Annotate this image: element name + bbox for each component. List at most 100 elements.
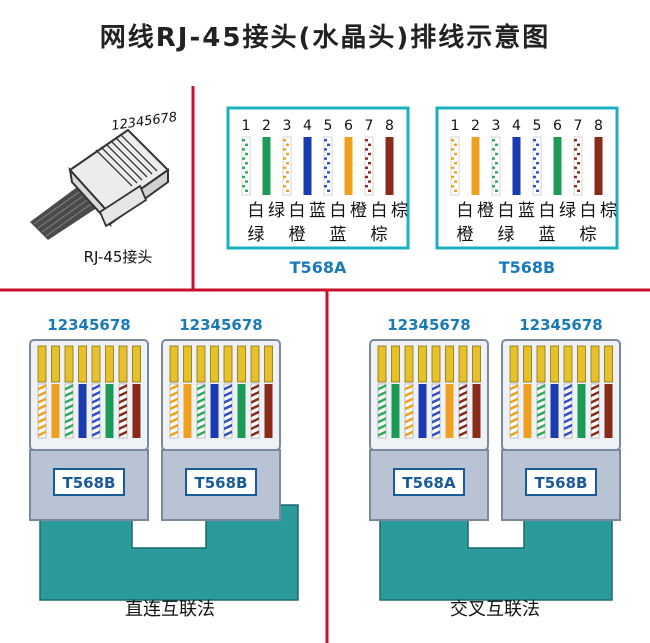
- plug-contact: [118, 345, 128, 383]
- plug-wire-stripe-band: [65, 403, 73, 411]
- plug-wire-stripe-band: [92, 403, 100, 411]
- plug-contact: [431, 345, 441, 383]
- connector-caption: RJ-45接头: [84, 248, 153, 266]
- plug-wire-stripe-band: [591, 430, 599, 437]
- plug-wire-solid: [604, 384, 613, 438]
- wire-label-row1: 绿: [268, 201, 285, 221]
- wire-solid: [471, 137, 480, 195]
- standard-labels-row2: 橙绿蓝棕: [457, 225, 597, 245]
- plug-pin-numbers: 12345678: [179, 316, 263, 334]
- plug-wire-stripe-band: [224, 384, 232, 391]
- pin-number: 8: [385, 118, 394, 134]
- plug-wire-solid: [237, 384, 246, 438]
- plug-standard-label: T568B: [195, 474, 248, 492]
- plug-contact: [418, 345, 427, 383]
- plug-wire-stripe-band: [378, 430, 386, 437]
- plug-wire-stripe-band: [224, 397, 232, 404]
- wire-stripe-dot: [242, 175, 245, 179]
- wire-stripe-dot: [368, 171, 371, 174]
- plug-wire-stripe-band: [459, 417, 467, 424]
- wire-label-row2: 橙: [457, 225, 474, 245]
- plug-wire-stripe-band: [564, 397, 572, 404]
- plug-contact: [105, 345, 114, 383]
- wire-stripe-dot: [242, 148, 245, 151]
- plug-wire-stripe-band: [251, 397, 259, 404]
- plug-wire-stripe-band: [119, 417, 127, 424]
- wire-stripe-dot: [283, 157, 286, 160]
- plug-wire-stripe-band: [65, 430, 73, 437]
- wire-stripe-dot: [324, 157, 327, 160]
- wire-stripe-base: [241, 136, 251, 196]
- dividers: [0, 86, 650, 643]
- plug-wire-stripe-band: [432, 397, 440, 404]
- plug-wire-stripe-band: [459, 390, 467, 398]
- plug-wire-stripe-band: [591, 423, 599, 431]
- wire-stripe-dot: [533, 185, 536, 188]
- plug-wire-stripe-band: [92, 384, 100, 391]
- plug-wire-solid: [210, 384, 219, 438]
- plug-wire-stripe-band: [378, 417, 386, 424]
- plug-wire-stripe-band: [537, 397, 545, 404]
- wire-stripe-dot: [577, 143, 580, 146]
- pin-number: 6: [344, 118, 353, 134]
- wire-stripe-dot: [451, 166, 454, 169]
- wire-stripe-dot: [245, 152, 248, 156]
- wire-label-row1: 橙: [477, 201, 494, 221]
- plug-wire-stripe-band: [405, 397, 413, 404]
- pin-number: 7: [365, 118, 374, 134]
- wire-stripe-dot: [492, 185, 495, 188]
- plug-wire-stripe-band: [224, 410, 232, 418]
- plug-head: [29, 339, 149, 451]
- wire-label-row1: 橙: [350, 201, 367, 221]
- plug-standard-label: T568A: [402, 474, 456, 492]
- plug-contact: [523, 345, 532, 383]
- plug-wire-stripe-band: [537, 403, 545, 411]
- standard-labels-row1: 白橙白蓝白绿白棕: [457, 201, 618, 221]
- wire-label-row2: 棕: [371, 225, 388, 245]
- wire-label-row2: 棕: [580, 225, 597, 245]
- plug-wire-stripe-band: [459, 384, 467, 391]
- wire-stripe-dot: [454, 162, 457, 165]
- plug-wire-stripe-band: [197, 397, 205, 404]
- plug-wire-stripe-band: [537, 410, 545, 418]
- plug-wire-stripe-band: [197, 384, 205, 391]
- plug-wire-stripe-band: [537, 390, 545, 398]
- wire-stripe-dot: [368, 152, 371, 156]
- plug-wire-solid: [183, 384, 192, 438]
- plug-wire-stripe-band: [170, 417, 178, 424]
- plug-head: [501, 339, 621, 451]
- wire-stripe-dot: [324, 139, 327, 142]
- plug-contact: [223, 345, 233, 383]
- wire-stripe-dot: [454, 152, 457, 156]
- plug-wire-stripe-band: [591, 384, 599, 391]
- standard-labels-row1: 白绿白蓝白橙白棕: [248, 201, 409, 221]
- plug-wire-stripe-band: [405, 430, 413, 437]
- plug-contact: [509, 345, 519, 383]
- plug-wire-stripe-band: [92, 390, 100, 398]
- wire-stripe-dot: [327, 171, 330, 174]
- wire-stripe-dot: [283, 139, 286, 142]
- wire-stripe-base: [491, 136, 501, 196]
- wire-label-row1: 白: [580, 201, 597, 221]
- plug-wire-stripe-band: [251, 410, 259, 418]
- wire-stripe-dot: [536, 162, 539, 165]
- plug-contact: [536, 345, 546, 383]
- plug-wire-stripe-band: [537, 430, 545, 437]
- wire-solid: [344, 137, 353, 195]
- plug-wire-stripe-band: [38, 430, 46, 437]
- wire-stripe-dot: [286, 171, 289, 174]
- wire-stripe-dot: [492, 139, 495, 142]
- plug-wire-stripe-band: [510, 417, 518, 424]
- wire-stripe-dot: [327, 162, 330, 165]
- wire-stripe-dot: [451, 148, 454, 151]
- plug-wire-stripe-band: [378, 397, 386, 404]
- plug-standard-frame: [53, 468, 125, 496]
- plug-wire-stripe-band: [197, 423, 205, 431]
- pin-number: 3: [283, 118, 292, 134]
- plug-wire-solid: [472, 384, 481, 438]
- wire-stripe-dot: [454, 143, 457, 146]
